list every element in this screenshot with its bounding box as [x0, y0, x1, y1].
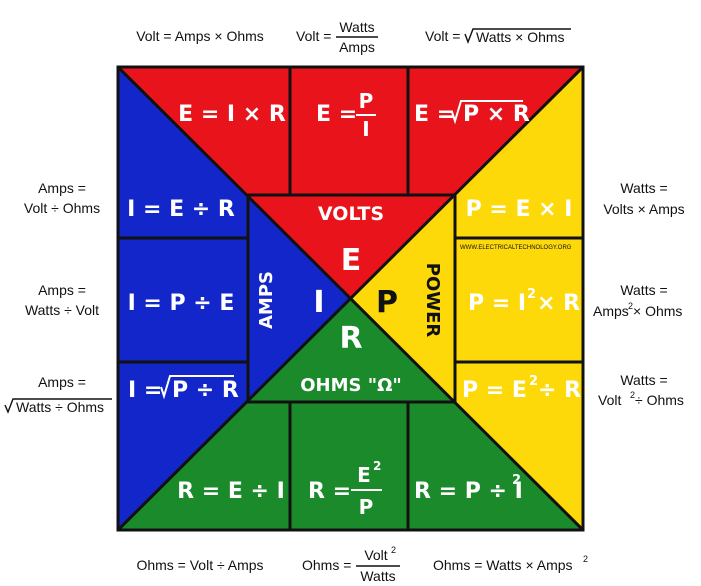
- green-region: [118, 402, 583, 530]
- inner-red-triangle: [248, 195, 455, 298]
- cell-e-sqrt-radicand: P × R: [463, 102, 530, 127]
- left-formula-2-b: Watts ÷ Volt: [25, 302, 99, 318]
- top-formula-2-denominator: Amps: [339, 39, 375, 55]
- left-formula-3-radicand: Watts ÷ Ohms: [16, 399, 104, 415]
- right-formula-2-exp: 2: [628, 301, 633, 311]
- cell-e-ir: E = I × R: [178, 102, 286, 127]
- power-label: POWER: [422, 263, 443, 338]
- letter-i: I: [313, 285, 324, 320]
- right-formula-2-b: Amps: [593, 303, 629, 319]
- ohms-label: OHMS "Ω": [300, 375, 402, 396]
- cell-e-p-over-i-denominator: I: [362, 117, 369, 141]
- cell-e-sqrt-prefix: E =: [414, 102, 455, 127]
- top-formula-3-radicand: Watts × Ohms: [476, 29, 565, 45]
- sqrt-icon: [160, 375, 234, 400]
- cell-e-p-over-i-prefix: E =: [316, 102, 357, 127]
- cell-p-e2r-exp: 2: [529, 374, 538, 389]
- right-formula-1-b: Volts × Amps: [603, 201, 684, 217]
- top-formula-2-prefix: Volt =: [296, 28, 331, 44]
- inner-green-triangle: [248, 298, 455, 402]
- right-formula-3-exp: 2: [630, 390, 635, 400]
- right-formula-3-a: Watts =: [620, 372, 667, 388]
- cell-r-e2p-denominator: P: [359, 495, 374, 519]
- bottom-formula-3: Ohms = Watts × Amps: [433, 557, 573, 573]
- cell-i-sqrt-radicand: P ÷ R: [172, 378, 239, 403]
- cell-p-e2r-a: P = E: [462, 378, 527, 403]
- bottom-formula-2-numerator: Volt: [364, 547, 387, 563]
- cell-r-e2p-prefix: R =: [308, 479, 351, 504]
- cell-p-i2r-a: P = I: [468, 291, 526, 316]
- inner-yellow-triangle: [351, 195, 455, 402]
- cell-r-e-i: R = E ÷ I: [177, 479, 285, 504]
- cell-p-ei: P = E × I: [466, 197, 573, 222]
- yellow-region: [455, 67, 583, 530]
- bottom-formula-2-exp: 2: [391, 545, 396, 555]
- cell-p-i2r-b: × R: [537, 291, 580, 316]
- right-formula-1-a: Watts =: [620, 180, 667, 196]
- sqrt-icon: [464, 28, 571, 44]
- cell-i-p-e: I = P ÷ E: [128, 291, 235, 316]
- grid-lines: [116, 65, 585, 532]
- bottom-formula-1: Ohms = Volt ÷ Amps: [136, 557, 263, 573]
- left-formula-1-b: Volt ÷ Ohms: [24, 200, 100, 216]
- watermark-text: WWW.ELECTRICALTECHNOLOGY.ORG: [460, 245, 572, 251]
- bottom-formula-3-exp: 2: [583, 554, 588, 564]
- inner-blue-triangle: [248, 195, 351, 402]
- cell-p-i2r-exp: 2: [527, 287, 536, 302]
- top-formula-1: Volt = Amps × Ohms: [136, 28, 264, 44]
- top-formula-2-numerator: Watts: [339, 19, 374, 35]
- letter-p: P: [376, 285, 398, 320]
- cell-p-e2r-b: ÷ R: [538, 378, 581, 403]
- cell-i-sqrt-prefix: I =: [128, 378, 162, 403]
- sqrt-icon: [4, 398, 112, 414]
- cell-e-p-over-i-numerator: P: [359, 89, 374, 113]
- cell-r-p-i2-exp: 2: [512, 473, 521, 488]
- left-formula-3-a: Amps =: [38, 374, 86, 390]
- right-formula-3-b: Volt: [598, 392, 621, 408]
- volts-label: VOLTS: [318, 203, 384, 225]
- right-formula-2-a: Watts =: [620, 282, 667, 298]
- sqrt-icon: [451, 100, 523, 125]
- left-formula-2-a: Amps =: [38, 282, 86, 298]
- left-formula-1-a: Amps =: [38, 180, 86, 196]
- amps-label: AMPS: [256, 271, 277, 329]
- right-formula-3-c: ÷ Ohms: [635, 392, 684, 408]
- red-region: [118, 67, 583, 195]
- cell-r-e2p-exp: 2: [373, 459, 381, 473]
- cell-r-p-i2-a: R = P ÷ I: [414, 479, 523, 504]
- blue-region: [118, 67, 248, 530]
- letter-r: R: [339, 321, 362, 356]
- top-formula-3-prefix: Volt =: [425, 28, 460, 44]
- letter-e: E: [341, 243, 362, 278]
- cell-i-e-r: I = E ÷ R: [127, 197, 235, 222]
- bottom-formula-2-denominator: Watts: [360, 568, 395, 584]
- cell-r-e2p-numerator: E: [357, 463, 371, 487]
- bottom-formula-2-prefix: Ohms =: [302, 557, 351, 573]
- right-formula-2-c: × Ohms: [633, 303, 682, 319]
